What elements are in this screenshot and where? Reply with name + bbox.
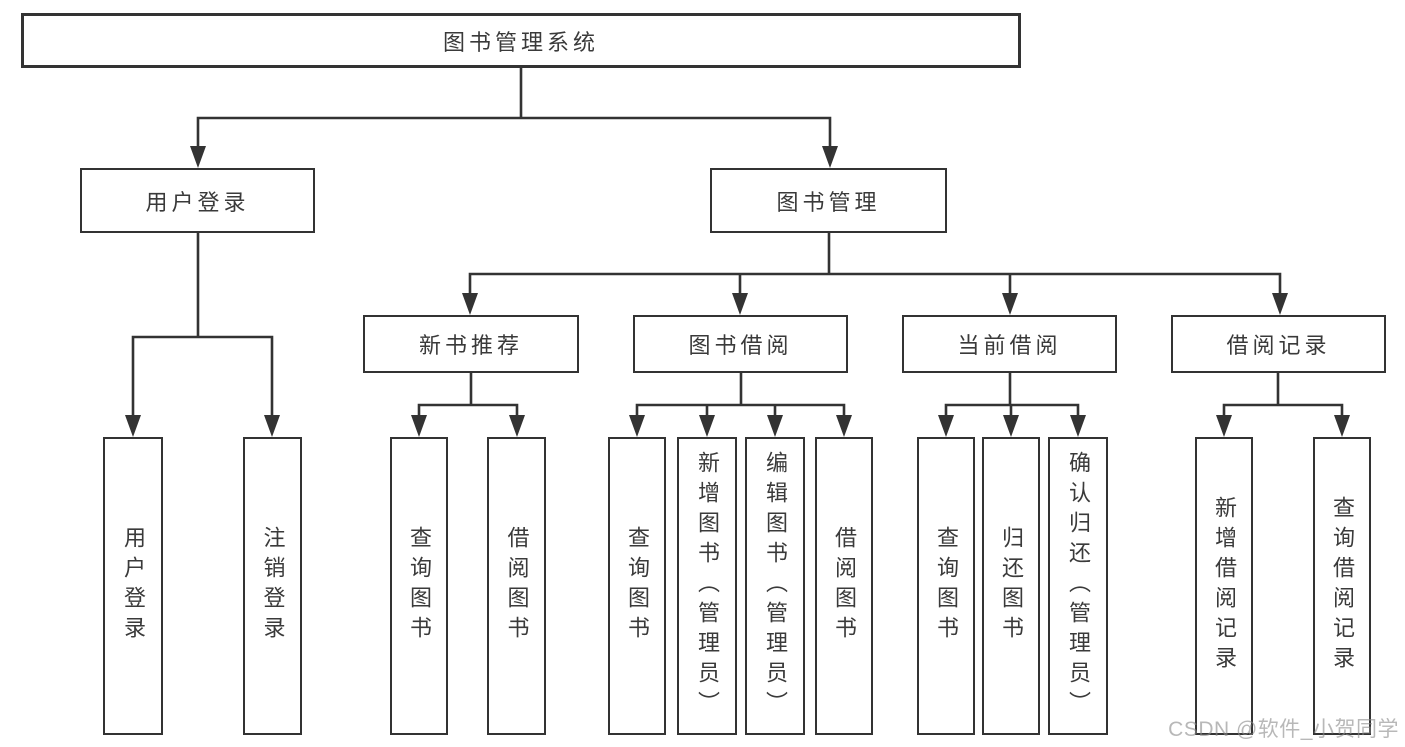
leaf-query-borrow-record-label: 查询借阅记录 xyxy=(1330,496,1355,676)
leaf-confirm-return-admin: 确认归还（管理员） xyxy=(1048,437,1108,735)
leaf-return-books-label: 归还图书 xyxy=(999,526,1024,646)
leaf-edit-books-admin: 编辑图书（管理员） xyxy=(745,437,805,735)
leaf-current-query-books: 查询图书 xyxy=(917,437,975,735)
leaf-add-books-admin-label: 新增图书（管理员） xyxy=(695,451,720,721)
node-root-label: 图书管理系统 xyxy=(442,29,599,55)
leaf-query-borrow-record: 查询借阅记录 xyxy=(1313,437,1371,735)
leaf-borrowing-query-books-label: 查询图书 xyxy=(625,526,650,646)
leaf-recommend-borrow-books-label: 借阅图书 xyxy=(504,526,530,646)
tree-edges xyxy=(131,66,1344,419)
leaf-borrowing-query-books: 查询图书 xyxy=(608,437,666,735)
node-borrowing-records-label: 借阅记录 xyxy=(1226,333,1331,358)
node-borrowing-records: 借阅记录 xyxy=(1171,315,1386,373)
node-new-book-recommend-label: 新书推荐 xyxy=(418,333,523,358)
node-book-management-label: 图书管理 xyxy=(776,189,881,215)
leaf-confirm-return-admin-label: 确认归还（管理员） xyxy=(1066,451,1091,721)
leaf-borrowing-borrow-books-label: 借阅图书 xyxy=(832,526,857,646)
node-user-login-branch: 用户登录 xyxy=(80,168,315,233)
node-current-borrowing: 当前借阅 xyxy=(902,315,1117,373)
node-user-login-branch-label: 用户登录 xyxy=(145,189,250,215)
leaf-recommend-query-books: 查询图书 xyxy=(390,437,448,735)
leaf-user-login-label: 用户登录 xyxy=(121,526,146,646)
node-book-borrowing: 图书借阅 xyxy=(633,315,848,373)
leaf-logout-label: 注销登录 xyxy=(260,526,286,646)
node-current-borrowing-label: 当前借阅 xyxy=(957,333,1062,358)
node-new-book-recommend: 新书推荐 xyxy=(363,315,579,373)
leaf-logout: 注销登录 xyxy=(243,437,302,735)
csdn-watermark: CSDN @软件_小贺同学 xyxy=(1168,718,1399,741)
leaf-add-books-admin: 新增图书（管理员） xyxy=(677,437,737,735)
leaf-edit-books-admin-label: 编辑图书（管理员） xyxy=(763,451,788,721)
node-book-borrowing-label: 图书借阅 xyxy=(688,333,793,358)
leaf-borrowing-borrow-books: 借阅图书 xyxy=(815,437,873,735)
leaf-add-borrow-record-label: 新增借阅记录 xyxy=(1212,496,1237,676)
node-book-management: 图书管理 xyxy=(710,168,947,233)
leaf-user-login: 用户登录 xyxy=(103,437,163,735)
leaf-recommend-borrow-books: 借阅图书 xyxy=(487,437,546,735)
leaf-return-books: 归还图书 xyxy=(982,437,1040,735)
leaf-current-query-books-label: 查询图书 xyxy=(934,526,959,646)
node-root: 图书管理系统 xyxy=(21,13,1021,68)
leaf-add-borrow-record: 新增借阅记录 xyxy=(1195,437,1253,735)
leaf-recommend-query-books-label: 查询图书 xyxy=(407,526,432,646)
